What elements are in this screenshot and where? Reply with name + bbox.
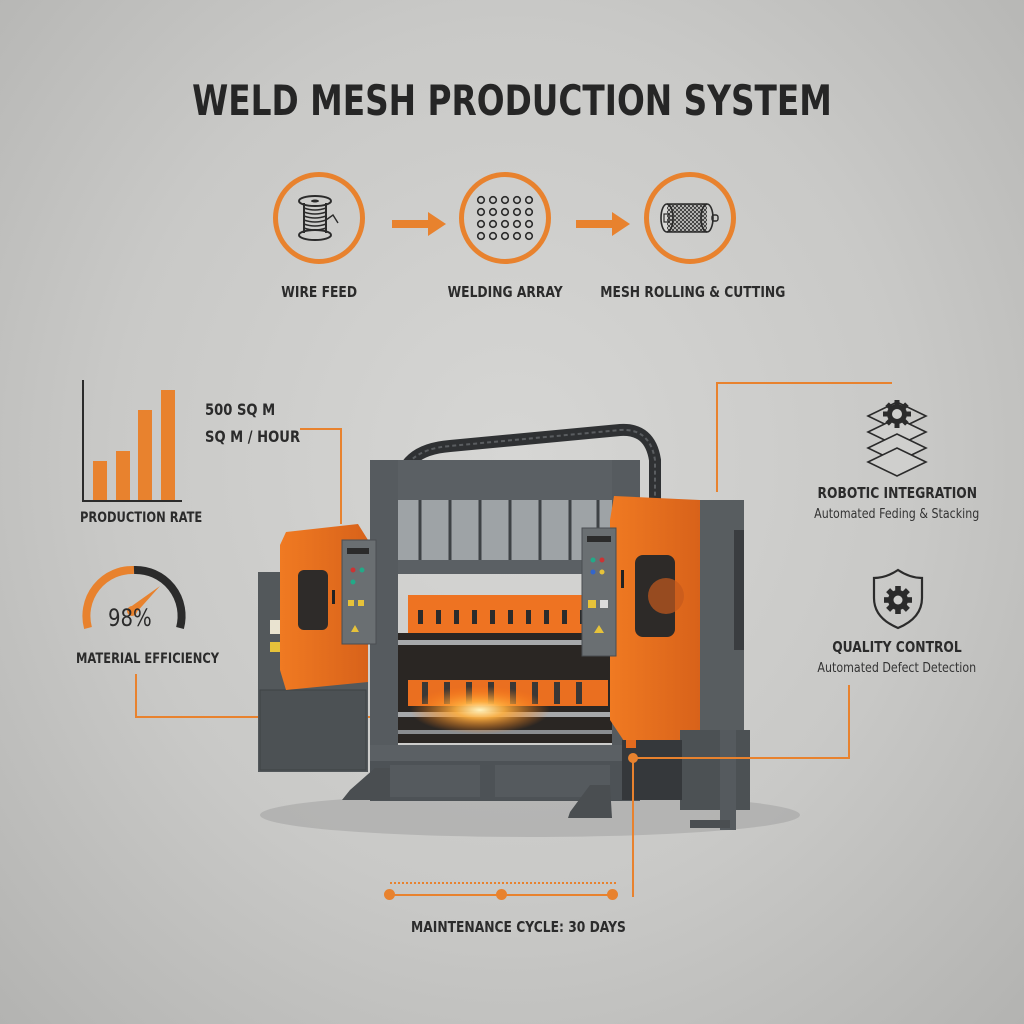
chart-bar (116, 451, 130, 500)
connector-line (848, 685, 850, 759)
connector-line (632, 757, 634, 897)
efficiency-value: 98% (108, 604, 152, 632)
layers-gear-icon (866, 394, 928, 483)
chart-bar (138, 410, 152, 500)
step-label-mesh-rolling: MESH ROLLING & CUTTING (600, 283, 786, 301)
chart-bar (93, 461, 107, 500)
mesh-roll-icon (660, 203, 719, 233)
step-label-wire-feed: WIRE FEED (281, 283, 357, 301)
dot-grid-icon (476, 195, 534, 241)
step-label-welding-array: WELDING ARRAY (447, 283, 563, 301)
connector-line (135, 674, 137, 718)
robotic-integration-title: ROBOTIC INTEGRATION (817, 484, 977, 502)
efficiency-gauge (78, 558, 190, 643)
chart-x-axis (82, 500, 182, 502)
timeline-node (607, 889, 618, 900)
production-rate-unit: SQ M / HOUR (205, 427, 301, 446)
step-mesh-rolling-circle (644, 172, 736, 264)
timeline-node (384, 889, 395, 900)
shield-gear-icon (870, 568, 926, 635)
efficiency-label: MATERIAL EFFICIENCY (76, 651, 220, 667)
connector-line (135, 716, 371, 718)
timeline-node (496, 889, 507, 900)
chart-bar (161, 390, 175, 500)
weld-mesh-machine (250, 420, 800, 840)
maintenance-timeline (384, 880, 624, 910)
connector-line (718, 382, 892, 384)
chart-y-axis (82, 380, 84, 502)
production-rate-chart (82, 380, 182, 502)
production-rate-label: PRODUCTION RATE (80, 510, 203, 526)
connector-dot (628, 753, 638, 763)
wire-spool-icon (298, 195, 339, 241)
connector-line (300, 428, 342, 430)
page-title: WELD MESH PRODUCTION SYSTEM (192, 76, 832, 125)
timeline-dotted-line (390, 882, 616, 884)
step-wire-feed-circle (273, 172, 365, 264)
step-welding-array-circle (459, 172, 551, 264)
maintenance-label: MAINTENANCE CYCLE: 30 DAYS (411, 918, 626, 936)
connector-line (716, 382, 718, 492)
quality-control-title: QUALITY CONTROL (832, 638, 962, 656)
robotic-integration-subtitle: Automated Feding & Stacking (814, 506, 980, 522)
arrow-icon (576, 212, 632, 241)
process-flow: WIRE FEED WELDING ARRAY MESH ROLLING & C… (0, 0, 1024, 320)
connector-line (340, 428, 342, 524)
quality-control-subtitle: Automated Defect Detection (817, 660, 977, 676)
production-rate-value: 500 SQ M (205, 400, 276, 419)
arrow-icon (392, 212, 448, 241)
connector-line (632, 757, 850, 759)
